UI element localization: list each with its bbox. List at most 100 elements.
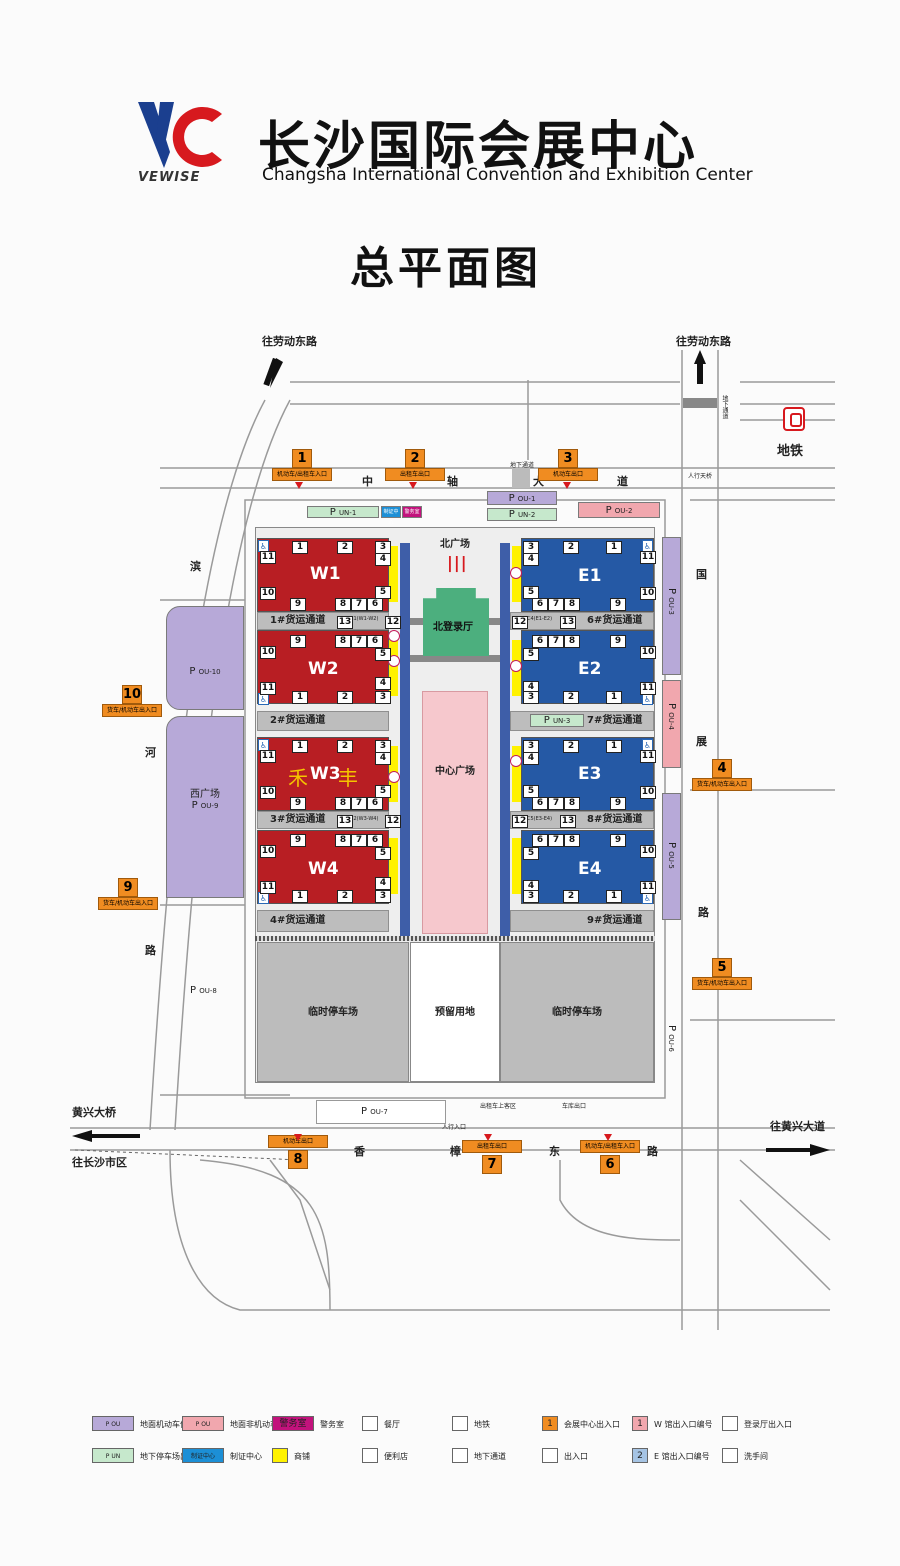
gate-5[interactable]: 5 货车/机动车出入口 [692,956,752,990]
hall-gate-number: 11 [640,682,656,695]
gate-3[interactable]: 3 机动车出口 [538,447,598,481]
boundary-rail [255,936,655,941]
hall-gate-number: 9 [610,635,626,648]
legend-label: 地下通道 [474,1452,506,1461]
parking-pou-9[interactable]: 西广场 P OU-9 [166,716,244,898]
hall-gate-number: 3 [523,691,539,704]
parking-pou-4[interactable]: P OU-4 [662,680,681,768]
entrance-marker-icon [563,482,571,489]
hall-gate-number: 5 [375,648,391,661]
parking-pou-1[interactable]: P OU-1 [487,491,557,505]
parking-pou-8[interactable]: P OU-8 [190,985,217,996]
hall-gate-number: 10 [640,646,656,659]
hall-gate-number: 11 [260,881,276,894]
hall-w3-name: W3 [310,764,341,784]
hall-gate-number: 2 [337,740,353,753]
legend-swatch [722,1448,738,1463]
xiangzhang-char-2: 樟 [450,1145,461,1158]
legend-swatch [542,1448,558,1463]
xiangzhang-char-4: 路 [647,1145,658,1158]
legend-label: W 馆出入口编号 [654,1420,713,1429]
hall-gate-number: 10 [640,587,656,600]
hall-gate-number: 10 [260,786,276,799]
huangxing-bridge-label: 黄兴大桥 [72,1106,116,1119]
north-registration-hall[interactable]: 北登录厅 [423,588,489,656]
parking-pun-1[interactable]: P UN-1 [307,506,379,518]
parking-pun-2[interactable]: P UN-2 [487,508,557,521]
parking-pou-6[interactable]: P OU-6 [666,1025,677,1052]
metro-icon [783,407,805,431]
connector-w1-w2: C1(W1-W2) [350,616,379,622]
parking-pou-2[interactable]: P OU-2 [578,502,660,518]
gate-7-number: 7 [482,1155,502,1174]
parking-p: P [508,493,515,504]
hall-gate-number: 11 [260,682,276,695]
hall-gate-number: 4 [375,752,391,765]
corridor-3: 3#货运通道 [257,811,389,829]
gate-2[interactable]: 2 出租车出口 [385,447,445,481]
parking-pou-10[interactable]: P OU-10 [166,606,244,710]
hall-gate-number: 5 [523,785,539,798]
hall-gate-number: 11 [260,551,276,564]
hall-gate-number: 6 [367,598,383,611]
gate-1[interactable]: 1 机动车/出租车入口 [272,447,332,481]
parking-pou-7[interactable]: P OU-7 [316,1100,446,1124]
legend-swatch [362,1416,378,1431]
entrance-marker-icon [484,1134,492,1141]
gate-6[interactable]: 机动车/出租车入口 6 [580,1140,640,1174]
gate-10[interactable]: 10 货车/机动车出入口 [102,683,162,717]
gate-7[interactable]: 出租车出口 7 [462,1140,522,1174]
hall-gate-number: 5 [375,586,391,599]
hall-gate-number: 5 [523,648,539,661]
hall-w3-brand-right: 丰 [338,766,358,790]
hall-gate-number: 6 [532,797,548,810]
hall-gate-number: 5 [375,847,391,860]
hall-gate-number: 13 [337,616,353,629]
hall-gate-number: 10 [640,786,656,799]
hall-gate-number: 8 [335,834,351,847]
hall-gate-number: 2 [337,691,353,704]
parking-pun-3[interactable]: P UN-3 [530,714,584,727]
hall-gate-number: 9 [610,598,626,611]
gate-10-label: 货车/机动车出入口 [102,704,162,717]
shop-strip-e4 [512,838,521,894]
parking-code: OU-7 [370,1108,388,1116]
parking-p: P [189,666,196,677]
parking-code: UN-1 [338,509,357,517]
hall-gate-number: 1 [606,691,622,704]
gate-2-label: 出租车出口 [385,468,445,481]
parking-code: OU-2 [614,507,633,515]
hall-gate-number: 10 [260,587,276,600]
gate-5-number: 5 [712,958,732,977]
restaurant-icon [510,567,522,579]
central-plaza[interactable]: 中心广场 [422,691,488,934]
legend-swatch: P UN [92,1448,134,1463]
hall-gate-number: 1 [606,740,622,753]
parking-pou-5[interactable]: P OU-5 [662,793,681,920]
connector-e3-e4: C5(E3-E4) [527,816,553,822]
road-label-north-right: 往劳动东路 [676,335,731,348]
north-plaza-label: 北广场 [440,539,470,550]
temp-parking-west[interactable]: 临时停车场 [257,942,409,1082]
corridor-6: 6#货运通道 [510,612,654,630]
gate-4[interactable]: 4 货车/机动车出入口 [692,757,752,791]
shop-strip-w4 [389,838,398,894]
hall-gate-number: 12 [512,616,528,629]
parking-pou-3[interactable]: P OU-3 [662,537,681,675]
gate-9[interactable]: 9 货车/机动车出入口 [98,876,158,910]
temp-parking-east[interactable]: 临时停车场 [500,942,654,1082]
hall-w3-brand-left: 禾 [288,766,308,790]
gate-3-number: 3 [558,449,578,468]
hall-gate-number: 1 [606,541,622,554]
parking-code: OU-3 [667,597,675,615]
skybridge-label: 人行天桥 [688,473,713,480]
underpass-label-vertical: 地下通道 [721,395,728,419]
corridor-2: 2#货运通道 [257,711,389,731]
legend-label: 登录厅出入口 [744,1420,792,1429]
hall-gate-number: 8 [335,797,351,810]
metro-label: 地铁 [777,444,804,459]
hall-gate-number: 11 [640,750,656,763]
binhe-char-3: 路 [145,944,156,957]
hall-gate-number: 6 [367,834,383,847]
hall-gate-number: 7 [351,834,367,847]
